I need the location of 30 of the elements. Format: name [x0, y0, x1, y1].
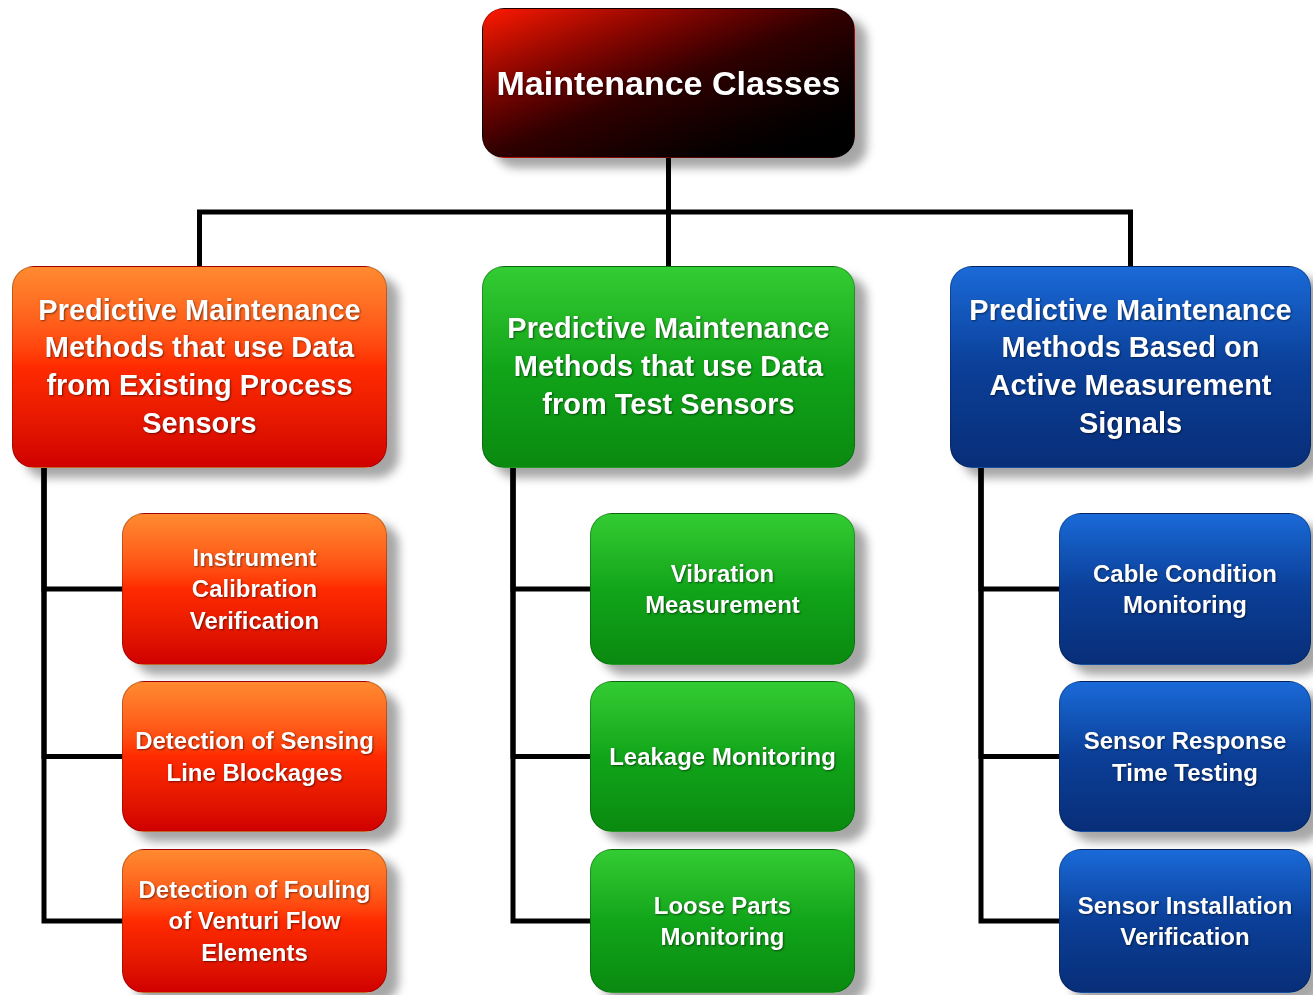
category-box [482, 266, 855, 468]
box-label: Maintenance Classes [496, 62, 841, 104]
box-label: Sensor Installation Verification [1076, 890, 1294, 952]
connector-line [510, 468, 590, 924]
box-label: Vibration Measurement [644, 558, 801, 620]
connector-line [978, 468, 1059, 924]
category-box [590, 849, 855, 993]
box-label: Instrument Calibration Verification [188, 543, 321, 636]
connector-line [41, 468, 122, 924]
category-box [1059, 849, 1311, 993]
category-box [122, 849, 387, 993]
category-box [1059, 513, 1311, 665]
box-label: Predictive Maintenance Methods that use Data from Existing Process Sensors [37, 292, 362, 441]
category-box [590, 513, 855, 665]
box-label: Cable Condition Monitoring [1092, 558, 1278, 620]
box-label: Detection of Sensing Line Blockages [134, 726, 375, 788]
category-box [950, 266, 1311, 468]
category-box [482, 8, 855, 158]
connector-line [666, 158, 1133, 266]
category-box [1059, 681, 1311, 832]
category-box [590, 681, 855, 832]
category-box [12, 266, 387, 468]
box-label: Sensor Response Time Testing [1082, 726, 1288, 788]
box-label: Leakage Monitoring [609, 741, 836, 772]
category-box [122, 681, 387, 832]
box-label: Detection of Fouling of Venturi Flow Elements [137, 875, 372, 968]
box-label: Loose Parts Monitoring [652, 890, 793, 952]
box-label: Predictive Maintenance Methods Based on Active Measurement Signals [968, 292, 1293, 441]
box-label: Predictive Maintenance Methods that use Data from Test Sensors [506, 311, 831, 422]
category-box [122, 513, 387, 665]
